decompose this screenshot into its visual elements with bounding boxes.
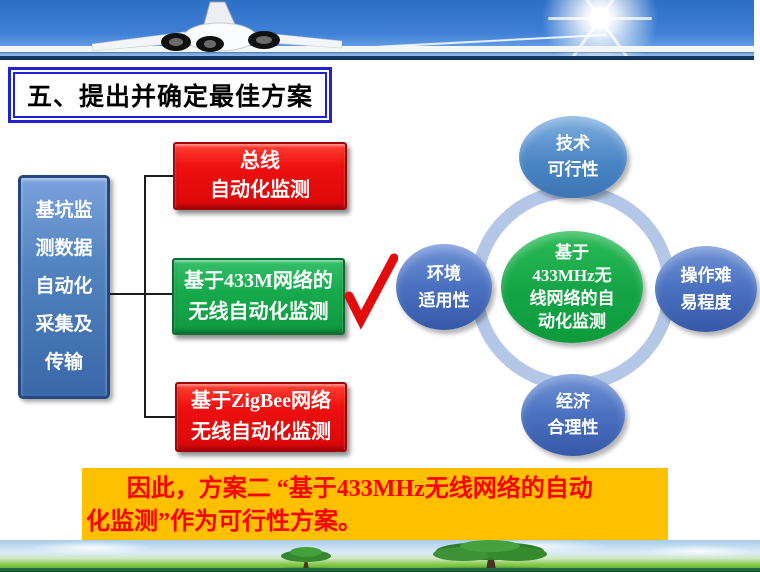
- source-box: 基坑监 测数据 自动化 采集及 传输: [18, 175, 110, 399]
- connector-line-top: [144, 175, 174, 177]
- conclusion-banner: 因此，方案二 “基于433MHz无线网络的自动 化监测”作为可行性方案。: [82, 468, 668, 541]
- connector-line-bottom: [144, 416, 176, 418]
- airplane-image: [92, 1, 342, 52]
- criteria-circle-environment: 环境 适用性: [396, 244, 492, 330]
- option-box-bus: 总线 自动化监测: [173, 142, 347, 210]
- connector-line-vertical: [144, 175, 146, 418]
- criteria-circle-technical: 技术 可行性: [519, 116, 627, 198]
- option-box-433m: 基于433M网络的 无线自动化监测: [172, 258, 345, 335]
- criteria-circle-economy: 经济 合理性: [521, 374, 625, 456]
- slide-title: 五、提出并确定最佳方案: [27, 84, 314, 111]
- criteria-circle-center: 基于 433MHz无 线网络的自 动化监测: [501, 231, 643, 343]
- footer-ground-bar: [0, 568, 760, 572]
- footer-strip: [0, 540, 760, 572]
- option-box-zigbee: 基于ZigBee网络 无线自动化监测: [175, 382, 347, 452]
- wing-stripe: [0, 46, 754, 52]
- connector-line-middle: [110, 293, 172, 295]
- banner-bottom-line: [0, 56, 754, 60]
- slide-title-box: 五、提出并确定最佳方案: [8, 67, 333, 123]
- criteria-circle-operation: 操作难 易程度: [655, 246, 757, 332]
- slide-title-frame: 五、提出并确定最佳方案: [13, 72, 328, 118]
- sky-banner: [0, 0, 754, 60]
- checkmark-icon: [344, 253, 398, 330]
